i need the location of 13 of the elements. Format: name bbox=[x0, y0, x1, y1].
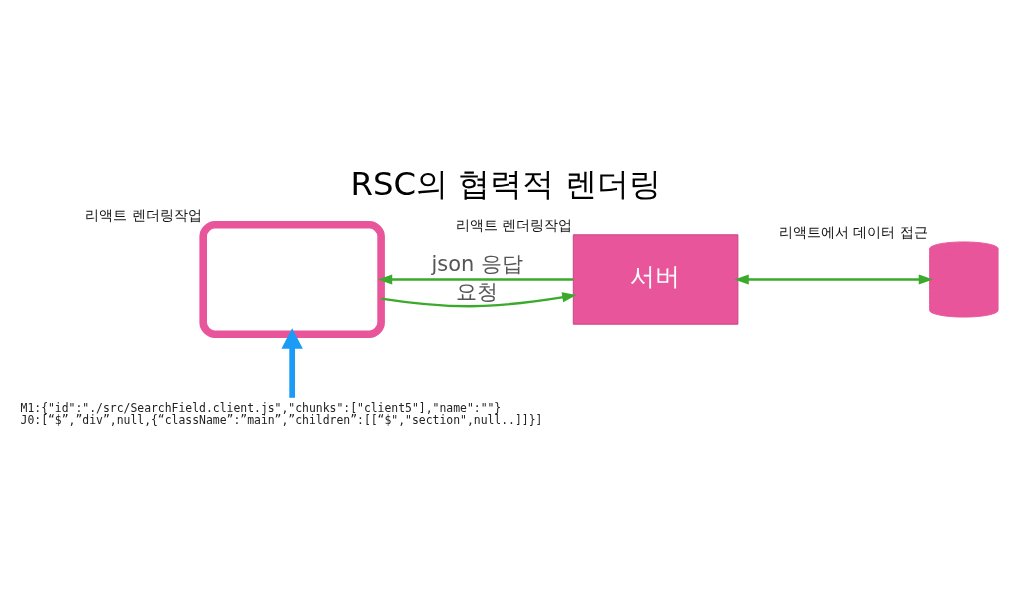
node-label: 리액트 렌더링작업 bbox=[455, 217, 573, 234]
arrow bbox=[377, 274, 574, 285]
edge-label: json 응답 bbox=[431, 251, 523, 276]
diagram-title: RSC의 협력적 렌더링 bbox=[350, 165, 661, 204]
arrow bbox=[281, 328, 303, 398]
node-label: 리액트에서 데이터 접근 bbox=[778, 224, 929, 241]
arrow bbox=[734, 274, 934, 285]
node-box: 서버 bbox=[572, 234, 739, 325]
node-label: 리액트 렌더링작업 bbox=[85, 207, 203, 224]
node-box bbox=[199, 221, 385, 338]
edge-label: 요청 bbox=[456, 280, 499, 305]
arrow bbox=[381, 292, 577, 308]
node-text: M1:{"id":"./src/SearchField.client.js","chunks":["client5"],"name":""} J0:[“$”,”div”,null,{“className”:”main”,”children”:[[“$","section",null..]]}] bbox=[20, 400, 543, 428]
